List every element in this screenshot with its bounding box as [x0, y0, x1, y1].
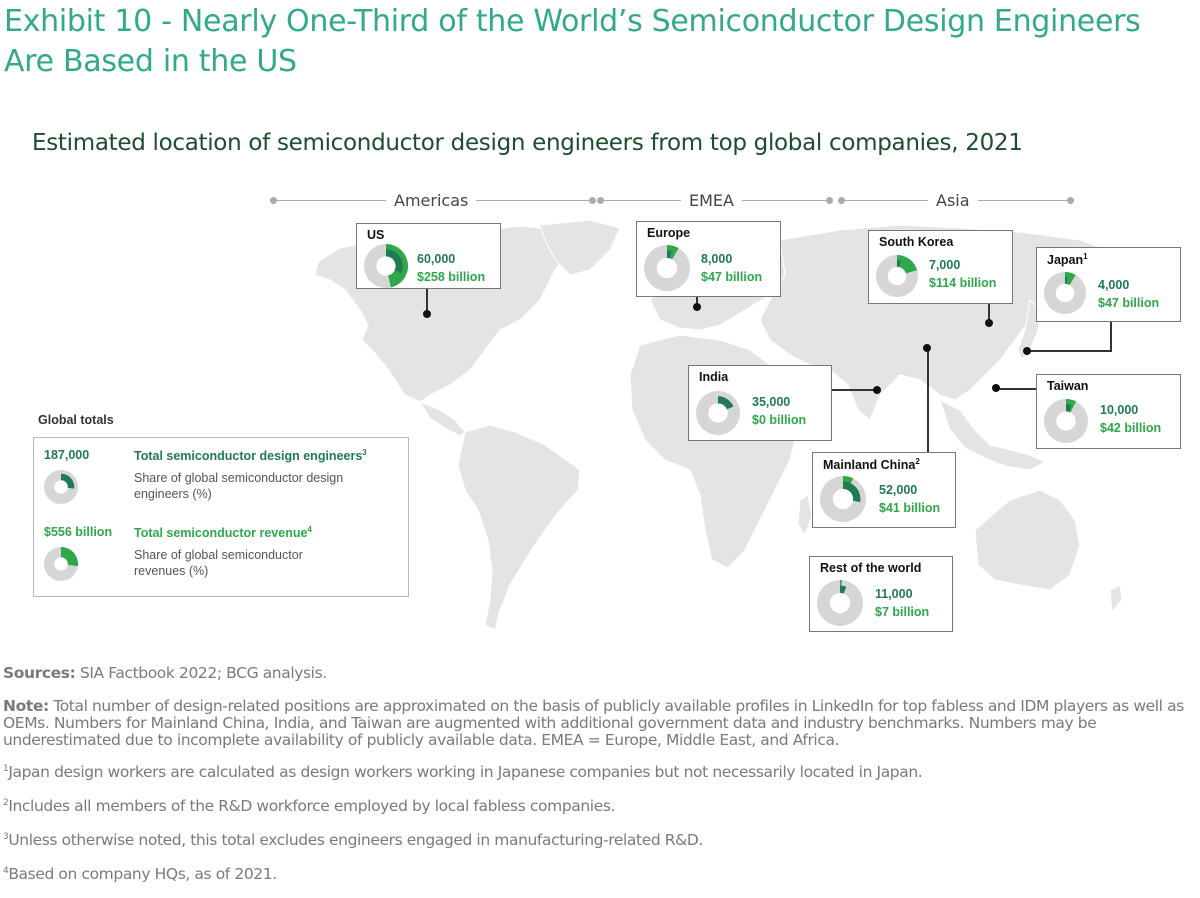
- footnote-2: 2Includes all members of the R&D workfor…: [3, 797, 616, 816]
- sources-line: Sources: SIA Factbook 2022; BCG analysis…: [3, 664, 327, 682]
- callout-rest-of-world: Rest of the world 11,000 $7 billion: [809, 556, 953, 632]
- pin-taiwan: [992, 384, 1000, 392]
- donut-chart-europe: [644, 245, 690, 291]
- region-header-americas: Americas: [270, 191, 596, 210]
- dot-marker: [838, 197, 845, 204]
- dot-marker: [597, 197, 604, 204]
- pin-india: [873, 386, 881, 394]
- engineers-count: 11,000: [875, 587, 913, 601]
- callout-mainland-china: Mainland China2 52,000 $41 billion: [812, 452, 956, 528]
- dot-marker: [270, 197, 277, 204]
- country-name: South Korea: [879, 235, 954, 249]
- connector-india: [830, 389, 877, 391]
- footnote-3: 3Unless otherwise noted, this total excl…: [3, 831, 703, 850]
- footnote-1: 1Japan design workers are calculated as …: [3, 763, 923, 782]
- region-header-emea: EMEA: [597, 191, 833, 210]
- donut-chart-rest-of-world: [817, 580, 863, 626]
- country-name: Europe: [647, 226, 691, 240]
- legend-title: Global totals: [38, 413, 114, 427]
- connector-japan-v: [1110, 322, 1112, 351]
- country-name: India: [699, 370, 729, 384]
- country-name: Rest of the world: [820, 561, 922, 575]
- legend-donut-revenue: [44, 547, 78, 581]
- australia-shape: [974, 489, 1081, 591]
- central-america-shape: [418, 400, 466, 437]
- pin-south-korea: [985, 319, 993, 327]
- region-label-emea: EMEA: [681, 191, 742, 210]
- greenland-shape: [539, 219, 621, 276]
- connector-europe: [696, 296, 698, 306]
- revenue-description: Share of global semiconductor revenues (…: [134, 548, 303, 578]
- southeast-asia-shape: [939, 399, 1047, 471]
- revenue-value: $47 billion: [1098, 296, 1160, 310]
- asia-shape: [759, 224, 1121, 421]
- callout-india: India 35,000 $0 billion: [688, 365, 832, 441]
- callout-taiwan: Taiwan 10,000 $42 billion: [1036, 374, 1181, 449]
- connector-japan-h: [1027, 350, 1112, 352]
- pin-japan: [1023, 347, 1031, 355]
- revenue-value: $42 billion: [1100, 421, 1162, 435]
- legend-donut-engineers: [44, 470, 78, 504]
- footnotes-section: Sources: SIA Factbook 2022; BCG analysis…: [3, 665, 1198, 898]
- donut-chart-india: [696, 391, 740, 435]
- country-name: Mainland China2: [823, 457, 920, 473]
- engineers-count: 10,000: [1100, 403, 1139, 417]
- callout-europe: Europe 8,000 $47 billion: [636, 221, 781, 297]
- callout-japan: Japan1 4,000 $47 billion: [1036, 247, 1181, 322]
- donut-chart-taiwan: [1044, 399, 1088, 443]
- donut-chart-japan: [1044, 272, 1086, 314]
- revenue-value: $258 billion: [417, 270, 486, 284]
- exhibit-title: Exhibit 10 - Nearly One-Third of the Wor…: [4, 4, 1141, 79]
- global-totals-legend: 187,000 Total semiconductor design engin…: [33, 437, 409, 597]
- footnote-4: 4Based on company HQs, as of 2021.: [3, 865, 277, 884]
- dot-marker: [589, 197, 596, 204]
- south-america-shape: [457, 424, 581, 631]
- donut-chart-us: [364, 244, 408, 288]
- revenue-value: $7 billion: [875, 605, 930, 619]
- connector-us: [426, 287, 428, 313]
- madagascar-shape: [797, 494, 813, 537]
- revenue-value: $41 billion: [879, 501, 941, 515]
- region-label-americas: Americas: [386, 191, 477, 210]
- chart-subtitle: Estimated location of semiconductor desi…: [32, 130, 1023, 156]
- country-name: Taiwan: [1047, 379, 1089, 393]
- donut-chart-south-korea: [876, 255, 918, 297]
- callout-south-korea: South Korea 7,000 $114 billion: [868, 230, 1013, 304]
- engineers-count: 7,000: [929, 258, 961, 272]
- note-paragraph: Note: Total number of design-related pos…: [3, 697, 1184, 749]
- dot-marker: [826, 197, 833, 204]
- country-name: Japan1: [1047, 252, 1088, 268]
- connector-south-korea: [988, 302, 990, 322]
- engineers-total: 187,000: [44, 448, 90, 462]
- engineers-count: 4,000: [1098, 278, 1130, 292]
- engineers-count: 35,000: [752, 395, 791, 409]
- donut-chart-mainland-china: [820, 476, 866, 522]
- engineers-count: 60,000: [417, 252, 456, 266]
- dot-marker: [1067, 197, 1074, 204]
- engineers-count: 8,000: [701, 252, 733, 266]
- engineers-heading: Total semiconductor design engineers3: [134, 448, 367, 464]
- connector-china: [927, 348, 929, 452]
- engineers-description: Share of global semiconductor design eng…: [134, 471, 344, 501]
- revenue-total: $556 billion: [44, 525, 113, 539]
- engineers-count: 52,000: [879, 483, 918, 497]
- pin-china: [923, 344, 931, 352]
- region-label-asia: Asia: [928, 191, 978, 210]
- revenue-value: $0 billion: [752, 413, 807, 427]
- revenue-value: $47 billion: [701, 270, 763, 284]
- pin-us: [423, 310, 431, 318]
- pin-europe: [693, 303, 701, 311]
- new-zealand-shape: [1109, 584, 1123, 614]
- connector-taiwan: [996, 388, 1038, 390]
- callout-us: US 60,000 $258 billion: [356, 223, 501, 289]
- revenue-heading: Total semiconductor revenue4: [134, 525, 312, 541]
- revenue-value: $114 billion: [929, 276, 997, 290]
- region-header-asia: Asia: [838, 191, 1074, 210]
- country-name: US: [367, 228, 385, 242]
